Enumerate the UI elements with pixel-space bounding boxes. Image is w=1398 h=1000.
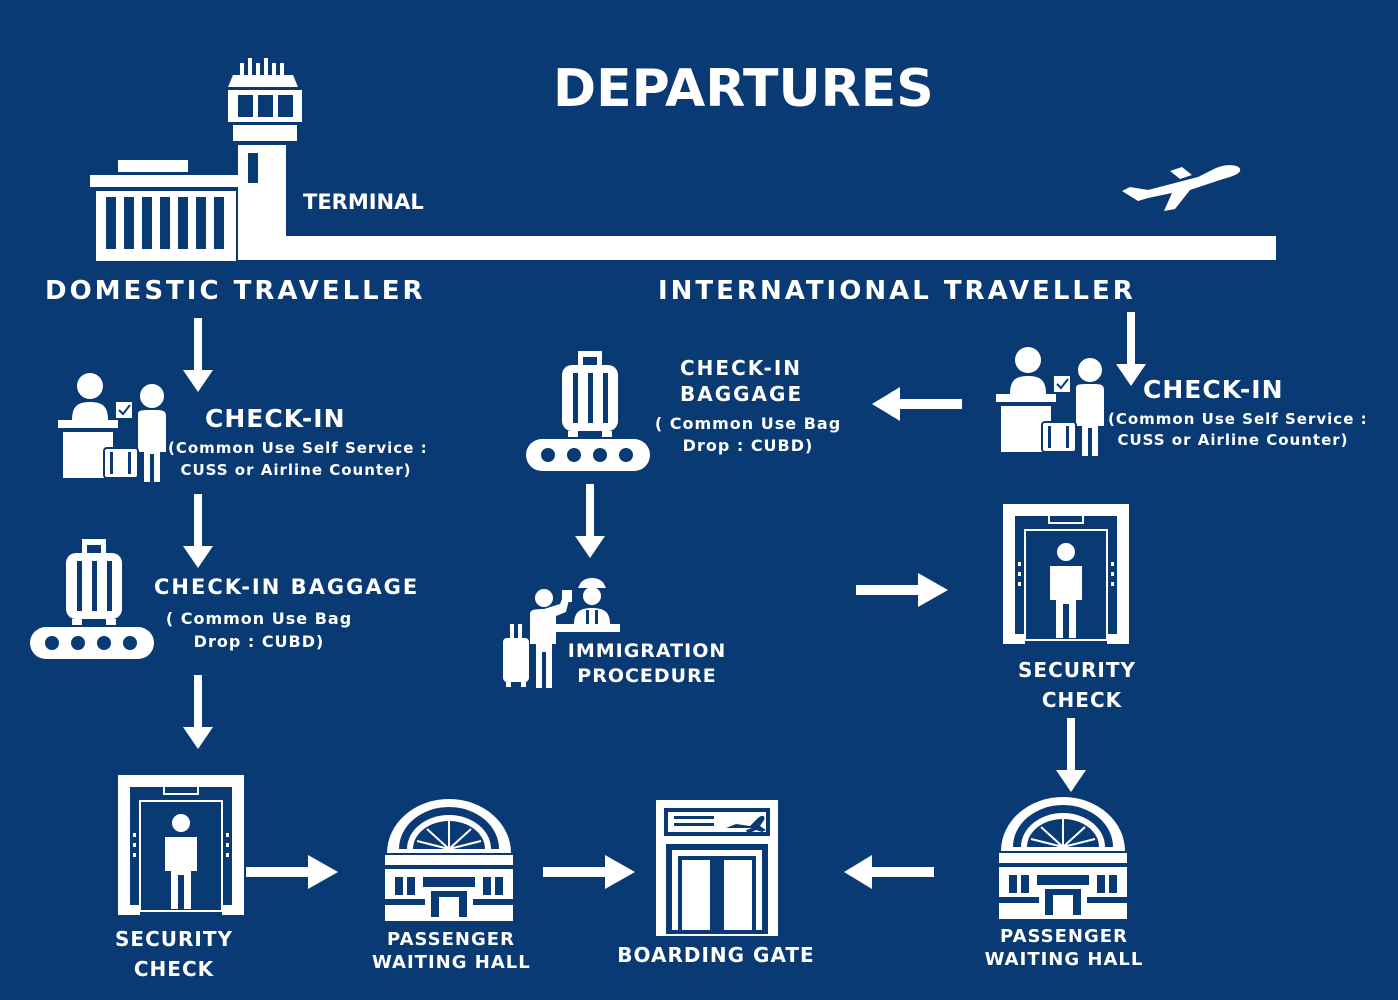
domestic-checkin-sub-1: (Common Use Self Service : (168, 439, 428, 457)
waiting-hall-icon (999, 797, 1127, 919)
domestic-baggage-sub-2: Drop : CUBD) (193, 632, 325, 651)
intl-security-1: SECURITY (1018, 658, 1136, 682)
intl-immigration-1: IMMIGRATION (567, 640, 727, 662)
domestic-security-1: SECURITY (115, 927, 233, 951)
security-gate-icon (1003, 504, 1129, 644)
intl-baggage-title-2: BAGGAGE (680, 382, 804, 406)
arrow-icon (1116, 312, 1146, 386)
security-gate-icon (118, 775, 244, 915)
arrow-icon (844, 855, 934, 889)
domestic-baggage-sub-1: ( Common Use Bag (165, 609, 353, 628)
arrow-icon (543, 855, 635, 889)
intl-waiting-2: WAITING HALL (984, 949, 1144, 970)
terminal-building-icon (90, 58, 302, 261)
arrow-icon (872, 387, 962, 421)
intl-baggage-title-1: CHECK-IN (680, 356, 802, 380)
boarding-gate-label: BOARDING GATE (617, 943, 815, 967)
domestic-checkin-title: CHECK-IN (205, 404, 346, 433)
airplane-icon (1122, 165, 1241, 211)
intl-checkin-sub-1: (Common Use Self Service : (1108, 410, 1368, 428)
page-title: DEPARTURES (553, 59, 934, 119)
baggage-conveyor-icon (30, 539, 154, 659)
intl-waiting-1: PASSENGER (1000, 926, 1128, 947)
intl-security-2: CHECK (1041, 688, 1123, 712)
arrow-icon (183, 675, 213, 749)
baggage-conveyor-icon (526, 351, 650, 471)
runway-line (280, 236, 1276, 260)
arrow-icon (183, 318, 213, 392)
immigration-officer-icon (503, 578, 620, 688)
intl-baggage-sub-2: Drop : CUBD) (682, 436, 814, 455)
shared-waiting-2: WAITING HALL (372, 952, 531, 973)
domestic-security-2: CHECK (133, 957, 215, 981)
terminal-label: TERMINAL (303, 190, 424, 214)
checkin-counter-icon (58, 373, 166, 482)
arrow-icon (1056, 718, 1086, 792)
intl-baggage-sub-1: ( Common Use Bag (654, 414, 842, 433)
domestic-checkin-sub-2: CUSS or Airline Counter) (180, 461, 412, 479)
domestic-heading: DOMESTIC TRAVELLER (45, 276, 426, 306)
intl-checkin-title: CHECK-IN (1143, 375, 1284, 404)
arrow-icon (183, 494, 213, 568)
waiting-hall-icon (385, 799, 513, 921)
boarding-gate-icon (656, 800, 778, 936)
arrow-icon (246, 855, 338, 889)
arrow-icon (575, 484, 605, 558)
intl-immigration-2: PROCEDURE (577, 665, 717, 687)
arrow-icon (856, 573, 948, 607)
shared-waiting-1: PASSENGER (387, 929, 515, 950)
domestic-baggage-title: CHECK-IN BAGGAGE (154, 575, 420, 599)
intl-checkin-sub-2: CUSS or Airline Counter) (1117, 431, 1349, 449)
checkin-counter-icon (996, 347, 1104, 456)
international-heading: INTERNATIONAL TRAVELLER (658, 276, 1136, 306)
